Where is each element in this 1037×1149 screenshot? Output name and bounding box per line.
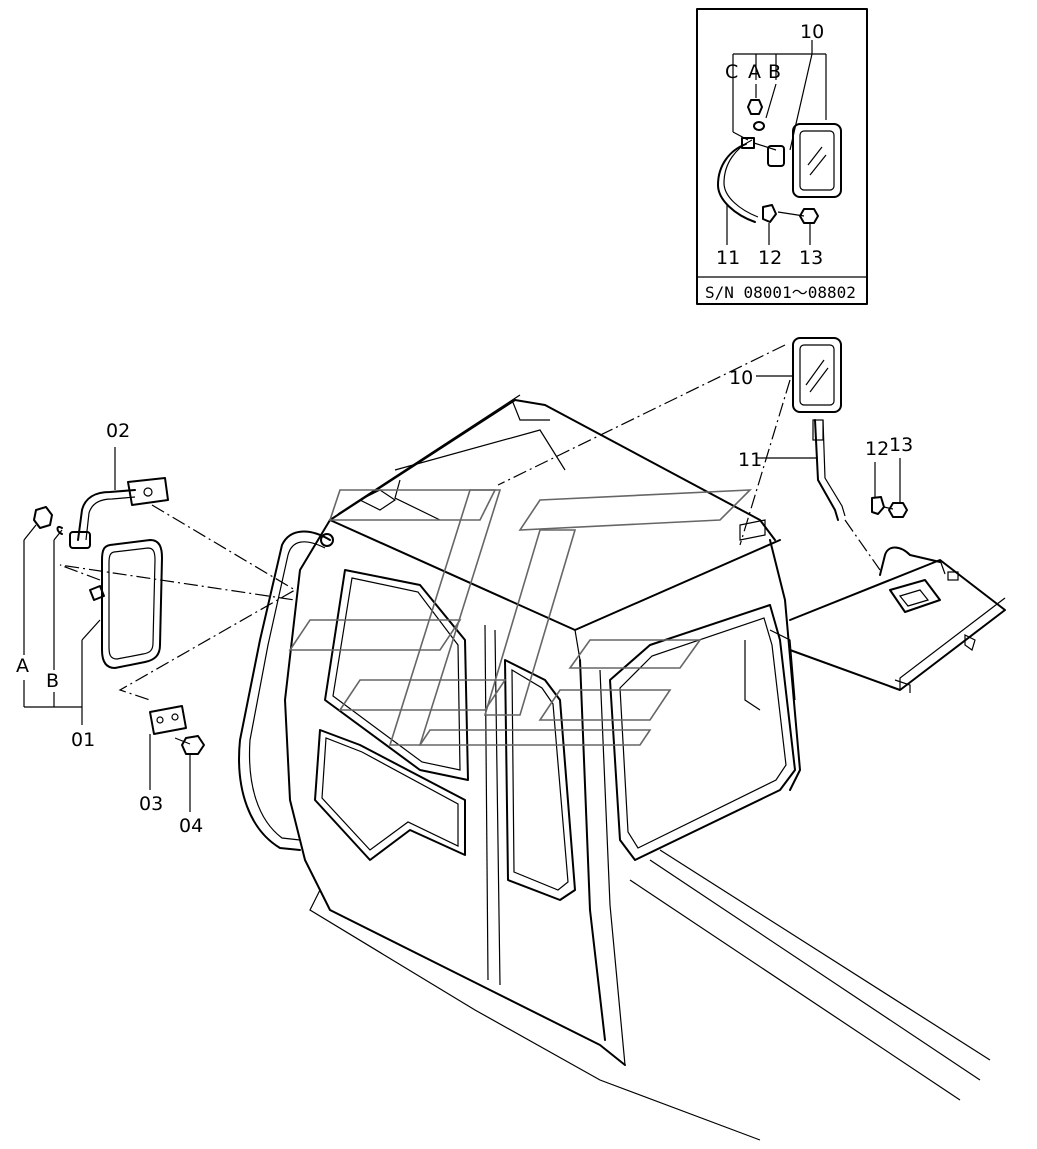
inset-serial-note: S/N 08001～08802 (705, 283, 856, 302)
inset-bolt-13 (777, 208, 819, 224)
inset-bracket-12 (762, 204, 777, 223)
bolt-13 (883, 458, 908, 518)
cab-body (238, 394, 1006, 1141)
stay-02 (69, 447, 169, 549)
bolt-04 (174, 735, 205, 812)
inset-detail: C A B 10 11 12 13 S/N 08001～08802 (696, 8, 868, 305)
mirror-01 (89, 539, 163, 669)
washer-b (56, 525, 63, 535)
label-11: 11 (738, 449, 762, 471)
right-mirror-assembly: 10 11 12 13 (497, 337, 913, 571)
inset-stay-11 (717, 143, 756, 223)
bracket-12 (871, 462, 885, 515)
bracket-03 (149, 705, 187, 790)
label-b: B (46, 670, 59, 692)
label-10: 10 (729, 367, 753, 389)
inset-frame (696, 8, 868, 305)
mirror-10 (756, 337, 842, 413)
inset-mirror-10 (792, 123, 842, 198)
inset-label-b: B (768, 61, 781, 83)
inset-label-a: A (748, 61, 761, 83)
label-01: 01 (71, 729, 95, 751)
nut-a (33, 506, 53, 529)
watermark-logo (288, 489, 753, 746)
inset-label-13: 13 (799, 247, 823, 269)
stay-11 (756, 419, 846, 521)
left-mirror-assembly: 02 A B 01 03 04 (16, 420, 297, 837)
inset-label-c: C (725, 61, 738, 83)
label-12: 12 (865, 438, 889, 460)
inset-label-10: 10 (800, 21, 824, 43)
label-a: A (16, 655, 29, 677)
label-02: 02 (106, 420, 130, 442)
label-04: 04 (179, 815, 203, 837)
inset-hardware-abc (741, 99, 785, 167)
label-13: 13 (889, 434, 913, 456)
inset-label-12: 12 (758, 247, 782, 269)
inset-label-11: 11 (716, 247, 740, 269)
label-03: 03 (139, 793, 163, 815)
